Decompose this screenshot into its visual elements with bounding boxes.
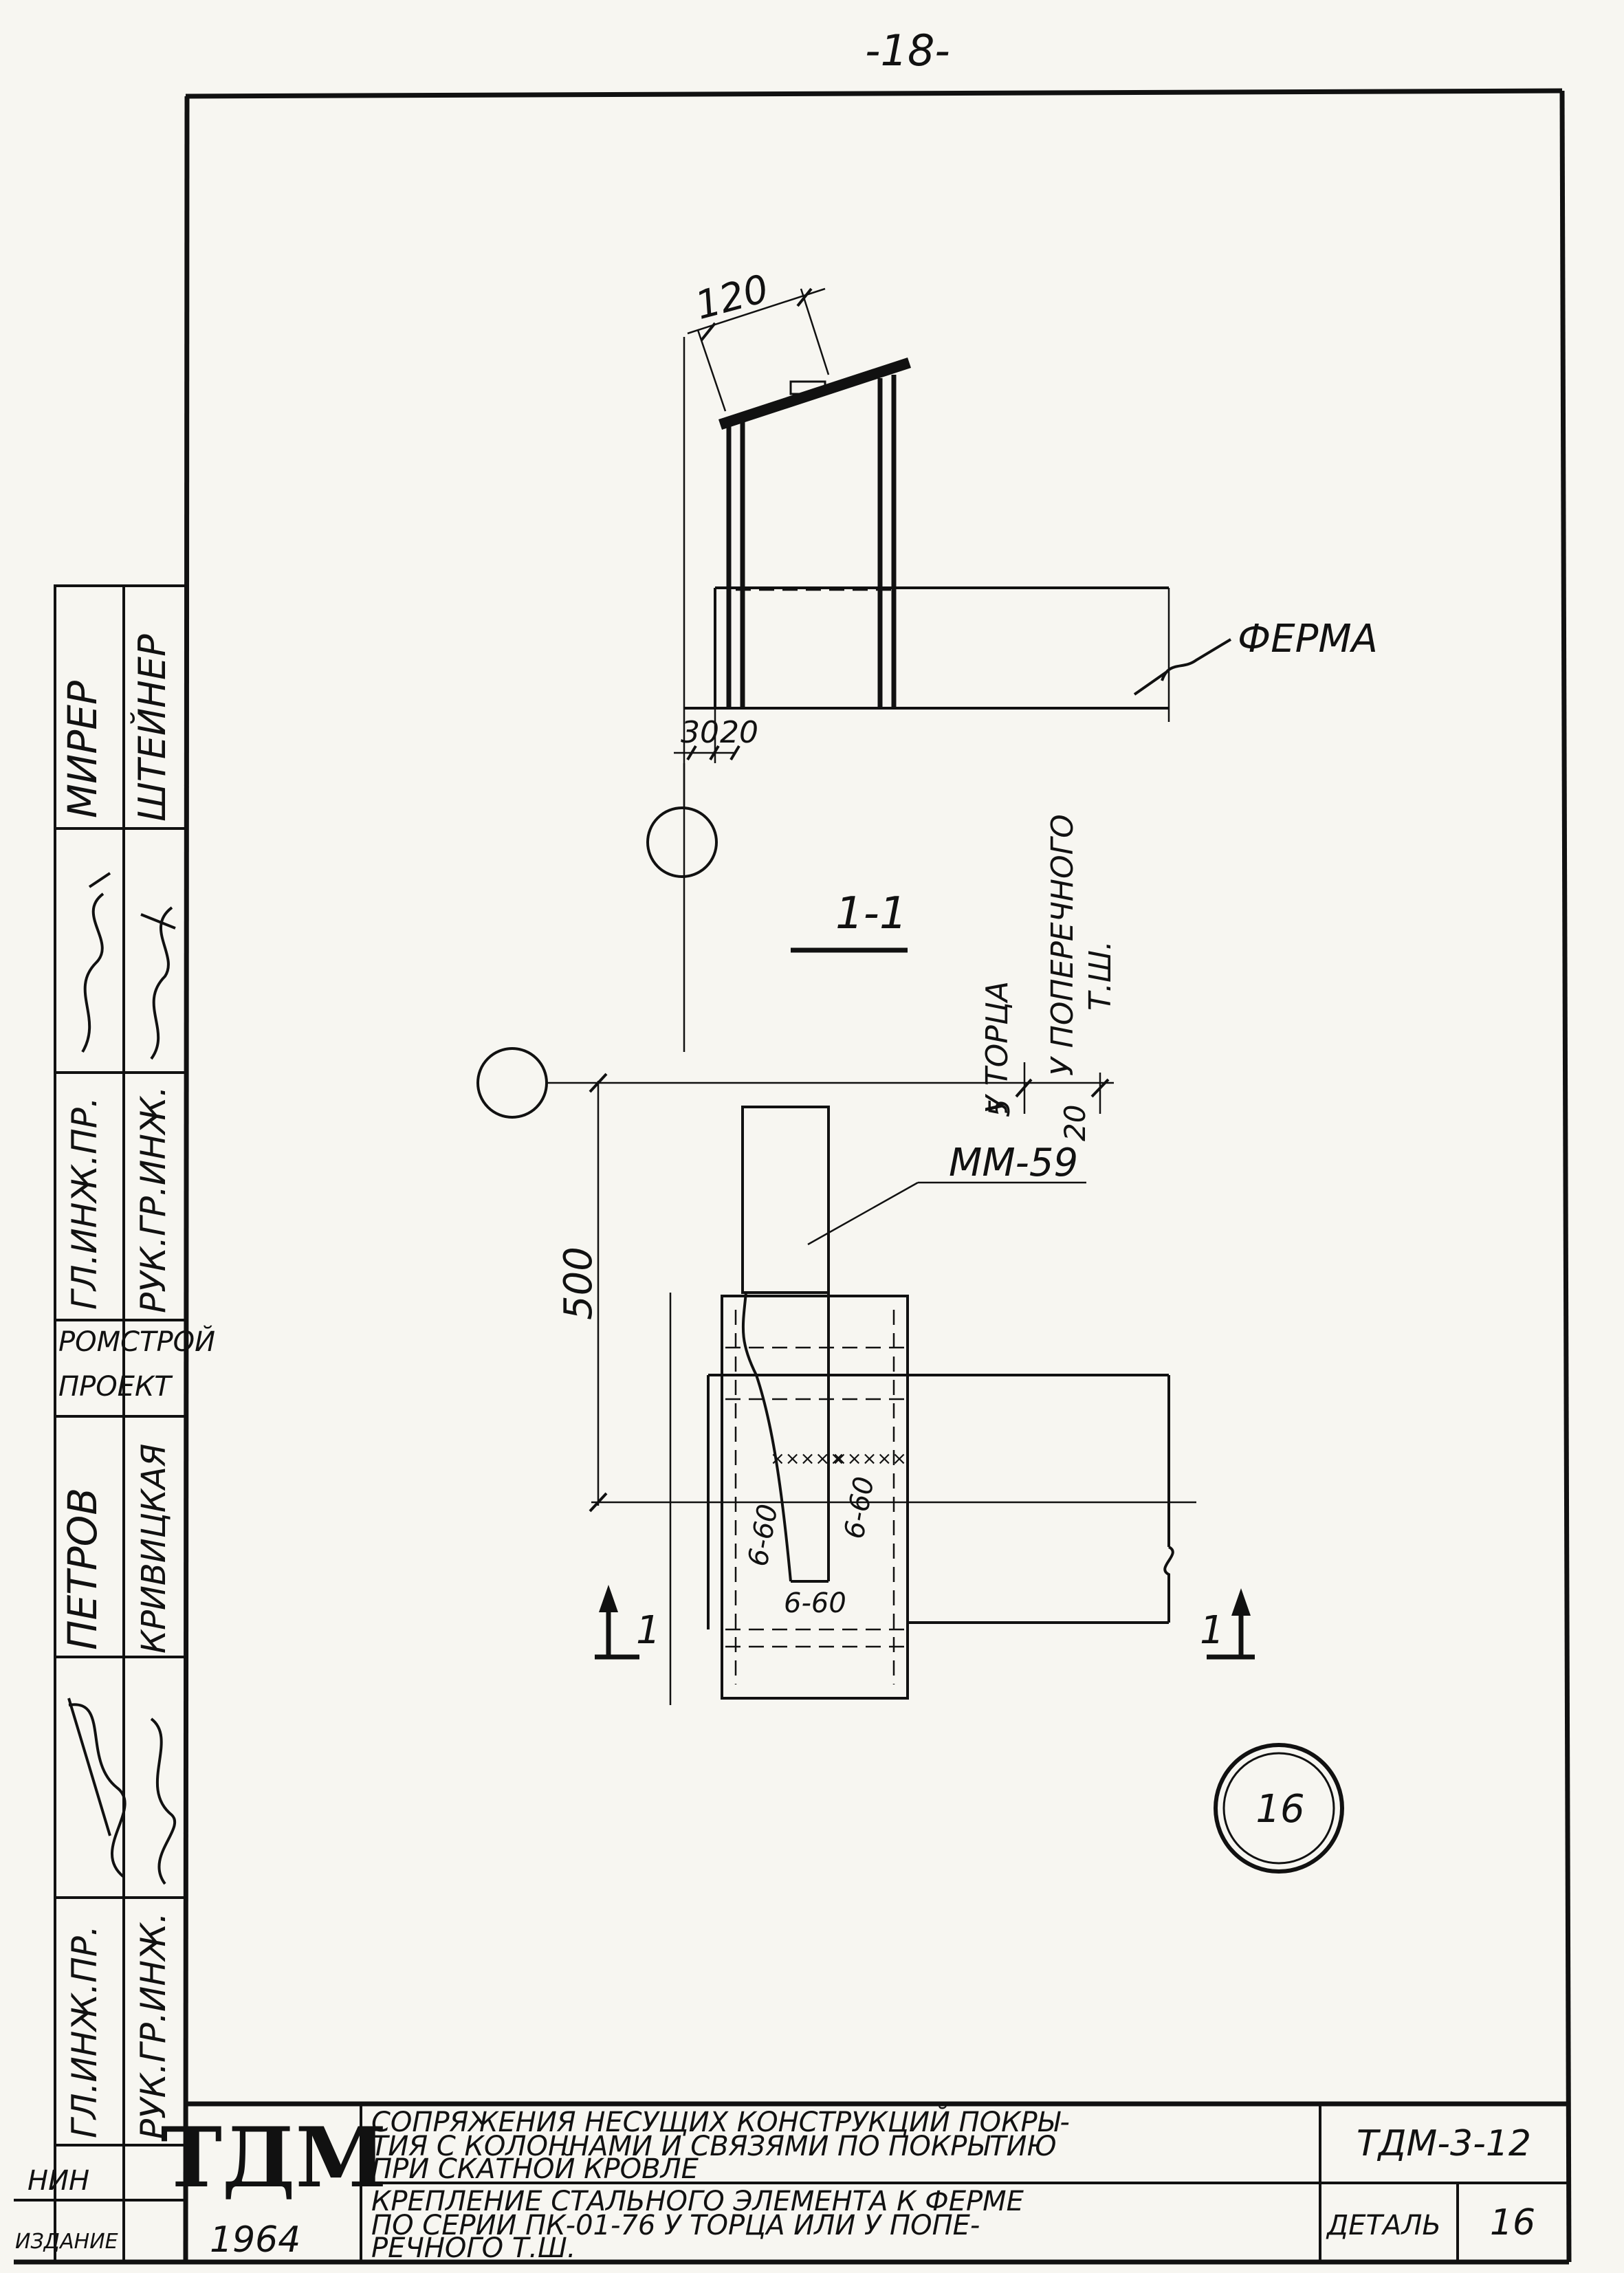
role-ruk-gr-inzh: РУК.ГР.ИНЖ. (133, 1086, 173, 1313)
weld-bottom: 6-60 (784, 1588, 846, 1619)
bottom-izdanie: ИЗДАНИЕ (15, 2230, 118, 2254)
name-mirer: МИРЕР (59, 681, 106, 818)
weld-right: 6-60 (839, 1474, 881, 1541)
signature-4 (150, 1717, 177, 1885)
org-line1: РОМСТРОЙ (58, 1325, 215, 1358)
name-krivitskaya: КРИВИЦКАЯ (135, 1444, 173, 1654)
stamp-detail-label: ДЕТАЛЬ (1326, 2210, 1441, 2241)
name-shteyner: ШТЕЙНЕР (131, 634, 174, 822)
stamp-title-line1: СОПРЯЖЕНИЯ НЕСУЩИХ КОНСТРУКЦИЙ ПОКРЫ- (371, 2105, 1070, 2138)
org-line2: ПРОЕКТ (58, 1371, 173, 1403)
dim-500: 500 (556, 1247, 601, 1320)
stamp-title-line2: ТИЯ С КОЛОННАМИ И СВЯЗЯМИ ПО ПОКРЫТИЮ (371, 2131, 1057, 2162)
side-stamp-text: МИРЕР ШТЕЙНЕР ГЛ.ИНЖ.ПР. РУК.ГР.ИНЖ. РОМ… (15, 634, 215, 2254)
stamp-detail-value: 16 (1490, 2202, 1535, 2243)
stamp-desc-line1: КРЕПЛЕНИЕ СТАЛЬНОГО ЭЛЕМЕНТА К ФЕРМЕ (371, 2186, 1024, 2217)
role2-gl-inzh-pr: ГЛ.ИНЖ.ПР. (65, 1925, 105, 2138)
signature-3 (67, 1698, 127, 1878)
signature-2 (140, 906, 176, 1060)
weld-cross-right: ××××× (832, 1449, 907, 1469)
bottom-nin: НИН (28, 2165, 89, 2197)
title-block (187, 2101, 1569, 2262)
label-end: У ТОРЦА (980, 981, 1015, 1114)
name-petrov: ПЕТРОВ (59, 1488, 106, 1650)
stamp-desc-line3: РЕЧНОГО Т.Ш. (371, 2232, 576, 2264)
stamp-code: ТДМ-3-12 (1357, 2123, 1531, 2164)
detail-number: 16 (1255, 1787, 1304, 1832)
side-stamp (14, 584, 187, 2262)
dim-20-section: 20 (720, 715, 758, 750)
weld-left: 6-60 (743, 1502, 784, 1568)
element-label: ММ-59 (949, 1141, 1078, 1185)
dim-5: 5 (983, 1099, 1016, 1117)
section-mark-right: 1 (1200, 1608, 1225, 1653)
section-mark-left: 1 (636, 1608, 661, 1653)
page-number: -18- (865, 25, 950, 76)
stamp-year: 1964 (210, 2219, 300, 2261)
stamp-title-line3: ПРИ СКАТНОЙ КРОВЛЕ (371, 2152, 699, 2185)
label-tsh: Т.Ш. (1083, 941, 1118, 1011)
section-label-1-1: 1-1 (835, 888, 908, 939)
dim-20-plan: 20 (1058, 1105, 1092, 1141)
detail-number-marker: 16 (1214, 1743, 1344, 1874)
tdm-logo: ТДМ (161, 2109, 387, 2206)
weld-cross-left: ××××× (770, 1449, 845, 1469)
stamp-desc-line2: ПО СЕРИИ ПК-01-76 У ТОРЦА ИЛИ У ПОПЕ- (371, 2210, 980, 2241)
signature-1 (81, 872, 111, 1053)
plan-view: 1-1 У ТОРЦА У ПОПЕРЕЧНОГО Т.Ш. 500 5 20 (476, 814, 1255, 1705)
role2-ruk-gr-inzh: РУК.ГР.ИНЖ. (133, 1912, 173, 2140)
role-gl-inzh-pr: ГЛ.ИНЖ.ПР. (65, 1097, 105, 1310)
label-transverse: У ПОПЕРЕЧНОГО (1045, 814, 1080, 1076)
label-truss: ФЕРМА (1238, 617, 1378, 661)
sheet-frame (14, 88, 1572, 2265)
dim-30: 30 (681, 715, 719, 750)
dim-120: 120 (691, 267, 773, 329)
section-view: 120 ФЕРМА 30 20 (646, 267, 1378, 1052)
